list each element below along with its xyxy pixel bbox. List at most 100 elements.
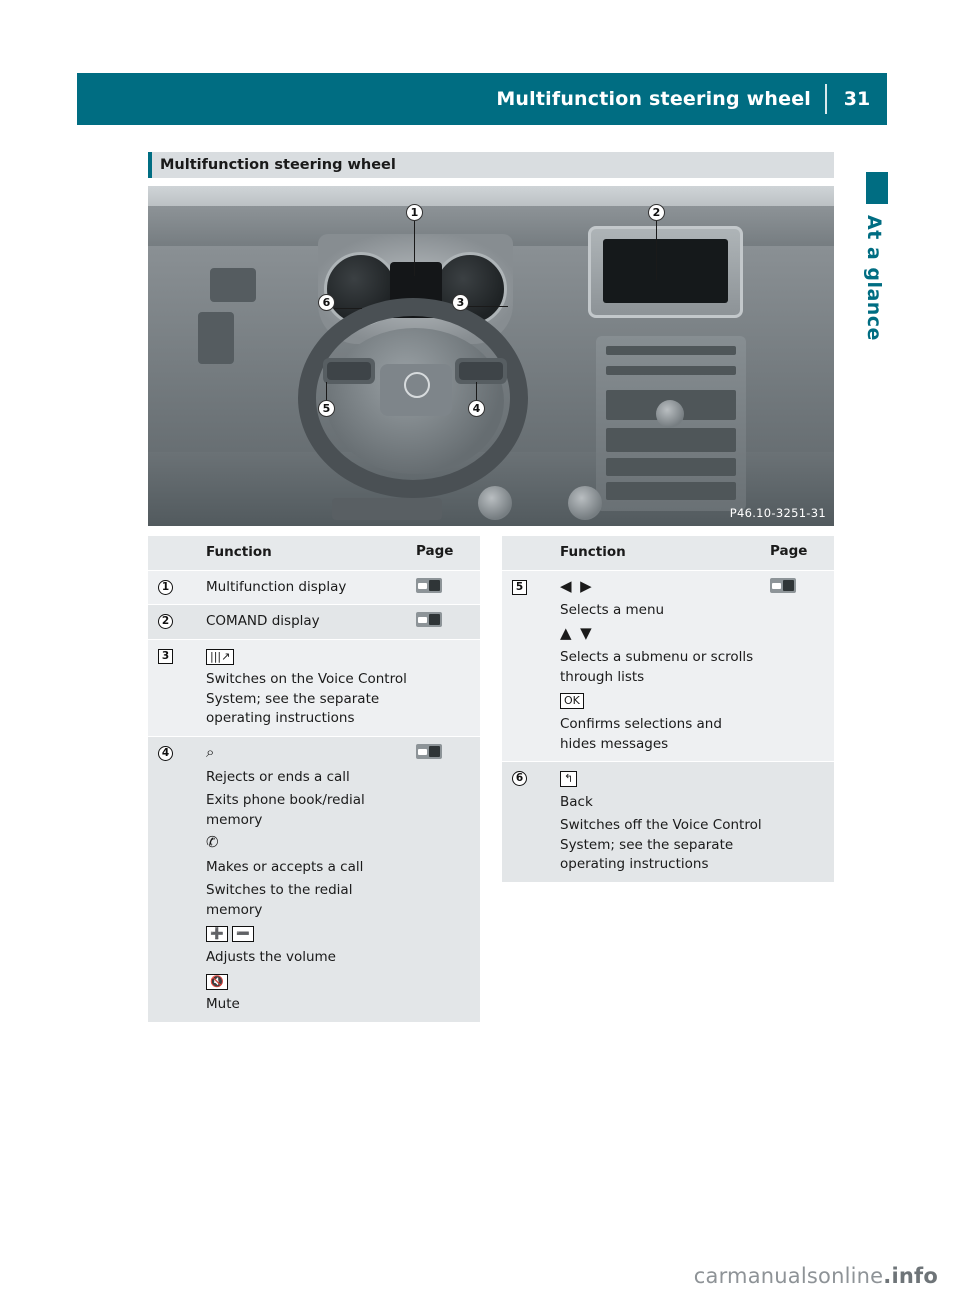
- side-control-panel: [198, 312, 234, 364]
- table-row: 4 ⌕ Rejects or ends a call Exits phone b…: [148, 736, 480, 1023]
- volume-plus-minus-icon: ➕ ➖: [206, 924, 408, 944]
- console-button-row: [606, 458, 736, 476]
- row-callout-number: 1: [148, 571, 206, 605]
- end-call-icon: ⌕: [206, 742, 215, 761]
- table-row: 3 |||↗ Switches on the Voice Control Sys…: [148, 639, 480, 737]
- table-row: 5 ◀ ▶ Selects a menu ▲ ▼ Selects a subme…: [502, 570, 834, 763]
- comand-controller-knob: [656, 400, 684, 428]
- row-function-text: |||↗ Switches on the Voice Control Syste…: [206, 640, 416, 736]
- ok-button-icon: OK: [560, 691, 762, 711]
- callout-badge: 2: [158, 614, 173, 630]
- left-button-pad: [327, 362, 371, 380]
- row-function-text: ◀ ▶ Selects a menu ▲ ▼ Selects a submenu…: [560, 571, 770, 762]
- mercedes-star-icon: [404, 372, 430, 398]
- callout-badge: 3: [158, 648, 173, 664]
- page-number: 31: [843, 88, 871, 110]
- air-vent-left-icon: [210, 268, 256, 302]
- table-header-page: Page: [770, 543, 808, 559]
- comand-display: [588, 226, 743, 318]
- function-line: COMAND display: [206, 613, 320, 630]
- callout-marker-5: 5: [318, 400, 335, 417]
- page-title: Multifunction steering wheel: [496, 88, 811, 110]
- callout-leader-5: [326, 382, 327, 404]
- callout-leader-1: [414, 220, 415, 276]
- header-divider: [825, 84, 827, 114]
- table-header-row: Function Page: [148, 536, 480, 571]
- side-tab-label: At a glance: [863, 215, 885, 341]
- row-page-ref: [416, 640, 480, 736]
- center-console-stack: [596, 336, 746, 511]
- page-ref-icon[interactable]: [416, 743, 442, 759]
- callout-badge: 4: [158, 745, 173, 761]
- page-header: Multifunction steering wheel 31: [77, 73, 887, 125]
- right-button-pad: [459, 362, 503, 380]
- up-down-arrows-icon: ▲ ▼: [560, 623, 592, 642]
- function-line: Makes or accepts a call: [206, 858, 364, 875]
- console-button-row: [606, 428, 736, 452]
- row-page-ref: [416, 737, 480, 1022]
- row-function-text: Multifunction display: [206, 571, 416, 605]
- table-header-spacer: [148, 536, 206, 570]
- table-header-spacer: [502, 536, 560, 570]
- table-header-function: Function: [560, 544, 626, 560]
- photo-reference-code: P46.10-3251-31: [729, 506, 826, 520]
- row-function-text: ⌕ Rejects or ends a call Exits phone boo…: [206, 737, 416, 1022]
- row-callout-number: 4: [148, 737, 206, 1022]
- callout-marker-3: 3: [452, 294, 469, 311]
- function-line: Switches on the Voice Control System; se…: [206, 671, 407, 727]
- table-header-function: Function: [206, 544, 272, 560]
- row-page-ref: [416, 571, 480, 605]
- row-function-text: ↰ Back Switches off the Voice Control Sy…: [560, 762, 770, 882]
- callout-leader-4: [476, 382, 477, 404]
- climate-knob-left: [478, 486, 512, 520]
- pedal-cluster: [332, 498, 442, 520]
- climate-knob-right: [568, 486, 602, 520]
- back-icon: ↰: [560, 769, 762, 789]
- console-button-row: [606, 482, 736, 500]
- callout-badge: 6: [512, 771, 527, 787]
- site-watermark: carmanualsonline.info: [694, 1264, 938, 1288]
- page-ref-icon[interactable]: [416, 577, 442, 593]
- function-line: Multifunction display: [206, 578, 347, 595]
- table-row: 6 ↰ Back Switches off the Voice Control …: [502, 762, 834, 883]
- function-line: Switches to the redial memory: [206, 882, 353, 918]
- table-header-page: Page: [416, 543, 454, 559]
- row-callout-number: 3: [148, 640, 206, 736]
- row-callout-number: 6: [502, 762, 560, 882]
- watermark-text: carmanualsonline: [693, 1264, 884, 1288]
- left-right-arrows-icon: ◀ ▶: [560, 576, 592, 595]
- side-tab-marker: [866, 172, 888, 204]
- function-line: Rejects or ends a call: [206, 768, 350, 785]
- cockpit-illustration: 1 2 3 4 5 6 P46.10-3251-31: [148, 186, 834, 526]
- section-heading-label: Multifunction steering wheel: [160, 157, 396, 173]
- function-table-left: Function Page 1 Multifunction display 2 …: [148, 536, 480, 1023]
- function-line: Exits phone book/redial memory: [206, 792, 365, 828]
- page-ref-icon[interactable]: [770, 577, 796, 593]
- mute-icon: 🔇: [206, 972, 408, 992]
- function-line: Selects a submenu or scrolls through lis…: [560, 649, 754, 685]
- page-ref-icon[interactable]: [416, 612, 442, 628]
- callout-marker-4: 4: [468, 400, 485, 417]
- console-button-row: [606, 366, 736, 375]
- callout-marker-6: 6: [318, 294, 335, 311]
- callout-leader-6: [334, 308, 362, 309]
- voice-control-on-icon: |||↗: [206, 647, 408, 667]
- row-page-ref: [770, 762, 834, 882]
- console-button-row: [606, 346, 736, 355]
- watermark-suffix: .info: [883, 1264, 938, 1288]
- comand-display-screen: [603, 239, 728, 303]
- accept-call-icon: ✆: [206, 833, 219, 852]
- callout-badge: 5: [512, 579, 527, 595]
- function-line: Confirms selections and hides messages: [560, 715, 722, 752]
- callout-leader-3: [460, 306, 508, 307]
- function-line: Adjusts the volume: [206, 949, 336, 965]
- function-line: Selects a menu: [560, 602, 665, 619]
- callout-badge: 1: [158, 579, 173, 595]
- function-line: Mute: [206, 996, 240, 1013]
- row-callout-number: 2: [148, 605, 206, 639]
- table-row: 2 COMAND display: [148, 605, 480, 640]
- callout-marker-2: 2: [648, 204, 665, 221]
- function-table-right: Function Page 5 ◀ ▶ Selects a menu ▲ ▼ S…: [502, 536, 834, 883]
- row-page-ref: [416, 605, 480, 639]
- callout-leader-2: [656, 220, 657, 280]
